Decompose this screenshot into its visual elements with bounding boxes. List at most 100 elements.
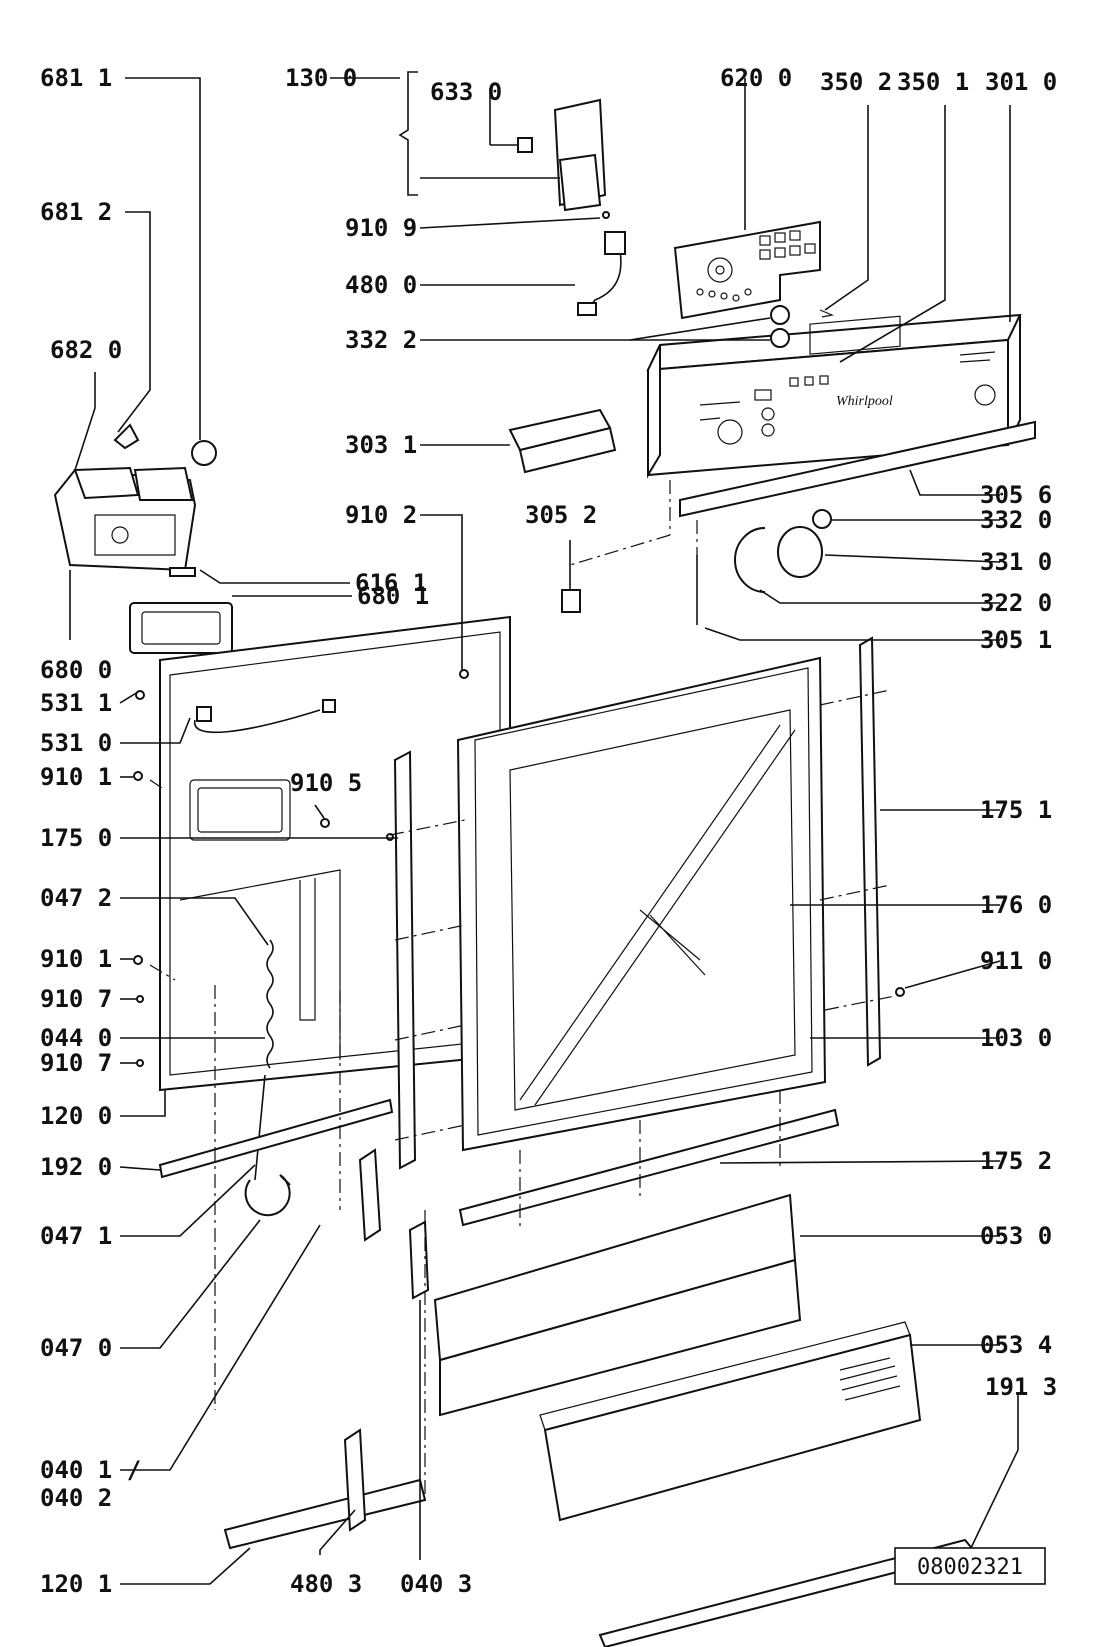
label-175-0: 175 0 <box>40 824 112 852</box>
label-047-0: 047 0 <box>40 1334 112 1362</box>
label-910-5: 910 5 <box>290 769 362 797</box>
screw <box>133 771 143 781</box>
connector <box>322 699 336 713</box>
label-301-0: 301 0 <box>985 68 1057 96</box>
knob-cap <box>770 305 790 325</box>
label-192-0: 192 0 <box>40 1153 112 1181</box>
label-332-2: 332 2 <box>345 326 417 354</box>
label-053-4: 053 4 <box>980 1331 1052 1359</box>
label-176-0: 176 0 <box>980 891 1052 919</box>
label-322-0: 322 0 <box>980 589 1052 617</box>
label-044-0: 044 0 <box>40 1024 112 1052</box>
leader-lines <box>69 71 1019 1585</box>
label-120-0: 120 0 <box>40 1102 112 1130</box>
selector-knob <box>777 526 823 578</box>
spring-rod <box>254 1074 266 1181</box>
inner-door-panel <box>159 615 511 1092</box>
hinge-link <box>244 1174 291 1217</box>
knob-ring <box>734 527 766 593</box>
label-175-2: 175 2 <box>980 1147 1052 1175</box>
hinge-bracket-040 <box>408 1220 430 1300</box>
dispenser-gasket <box>129 602 233 654</box>
label-480-0: 480 0 <box>345 271 417 299</box>
panel-bracket <box>561 589 581 613</box>
trim-strip <box>679 420 1036 518</box>
label-620-0: 620 0 <box>720 64 792 92</box>
label-681-2: 681 2 <box>40 198 112 226</box>
label-680-1: 680 1 <box>357 582 429 610</box>
label-910-2: 910 2 <box>345 501 417 529</box>
lower-bracket <box>223 1478 427 1550</box>
label-682-0: 682 0 <box>50 336 122 364</box>
label-305-1: 305 1 <box>980 626 1052 654</box>
door-switch-assembly <box>517 98 607 212</box>
screw <box>133 955 143 965</box>
screw <box>895 987 905 997</box>
label-130-0: 130 0 <box>285 64 357 92</box>
label-680-0: 680 0 <box>40 656 112 684</box>
door-wire <box>194 709 321 734</box>
label-303-1: 303 1 <box>345 431 417 459</box>
label-040-2: 040 2 <box>40 1484 112 1512</box>
label-040-3: 040 3 <box>400 1570 472 1598</box>
label-047-2: 047 2 <box>40 884 112 912</box>
label-910-7-bottom: 910 7 <box>40 1049 112 1077</box>
drawing-number: 08002321 <box>917 1555 1023 1580</box>
label-350-2: 350 2 <box>820 68 892 96</box>
connector <box>604 231 626 255</box>
label-331-0: 331 0 <box>980 548 1052 576</box>
control-panel: Whirlpool <box>646 313 1022 479</box>
screw <box>136 1059 144 1067</box>
label-910-1-top: 910 1 <box>40 763 112 791</box>
screw <box>459 669 469 679</box>
label-910-7-top: 910 7 <box>40 985 112 1013</box>
label-175-1: 175 1 <box>980 796 1052 824</box>
label-305-6: 305 6 <box>980 481 1052 509</box>
label-910-9: 910 9 <box>345 214 417 242</box>
clip <box>819 309 835 318</box>
screw <box>135 690 145 700</box>
label-633-0: 633 0 <box>430 78 502 106</box>
lower-seal <box>158 1098 394 1179</box>
screw <box>136 995 144 1003</box>
connector <box>577 302 597 316</box>
label-616-1: 616 1 <box>355 569 427 597</box>
knob-cap <box>770 328 790 348</box>
label-305-2: 305 2 <box>525 501 597 529</box>
dispenser-lid-clip <box>113 423 140 450</box>
drawing-number-box: 08002321 <box>894 1547 1046 1585</box>
screw <box>320 818 330 828</box>
part-labels: 681 1 130 0 633 0 620 0 350 2 350 1 301 … <box>40 64 1057 1598</box>
door-spring <box>266 939 274 1069</box>
connector <box>196 706 212 722</box>
label-040-1: 040 1 / <box>40 1456 141 1484</box>
control-board <box>673 220 821 320</box>
label-911-0: 911 0 <box>980 947 1052 975</box>
label-350-1: 350 1 <box>897 68 969 96</box>
dispenser-cap <box>191 440 217 466</box>
label-480-3: 480 3 <box>290 1570 362 1598</box>
outer-door-panel <box>456 656 827 1152</box>
bottom-trim <box>458 1108 840 1227</box>
screw <box>602 211 610 219</box>
knob-cap <box>812 509 832 529</box>
clip-616 <box>169 567 196 577</box>
label-053-0: 053 0 <box>980 1222 1052 1250</box>
label-332-0: 332 0 <box>980 506 1052 534</box>
label-681-1: 681 1 <box>40 64 112 92</box>
side-trim-left <box>393 750 417 1170</box>
brand-logo: Whirlpool <box>836 394 893 409</box>
label-191-3: 191 3 <box>985 1373 1057 1401</box>
label-531-0: 531 0 <box>40 729 112 757</box>
side-trim-right <box>858 636 882 1067</box>
label-120-1: 120 1 <box>40 1570 112 1598</box>
hinge-bracket <box>343 1428 367 1532</box>
detergent-dispenser <box>53 466 197 572</box>
label-103-0: 103 0 <box>980 1024 1052 1052</box>
label-910-1-mid: 910 1 <box>40 945 112 973</box>
label-531-1: 531 1 <box>40 689 112 717</box>
hinge-bracket-right <box>358 1148 382 1242</box>
display-module <box>508 408 617 474</box>
label-047-1: 047 1 <box>40 1222 112 1250</box>
